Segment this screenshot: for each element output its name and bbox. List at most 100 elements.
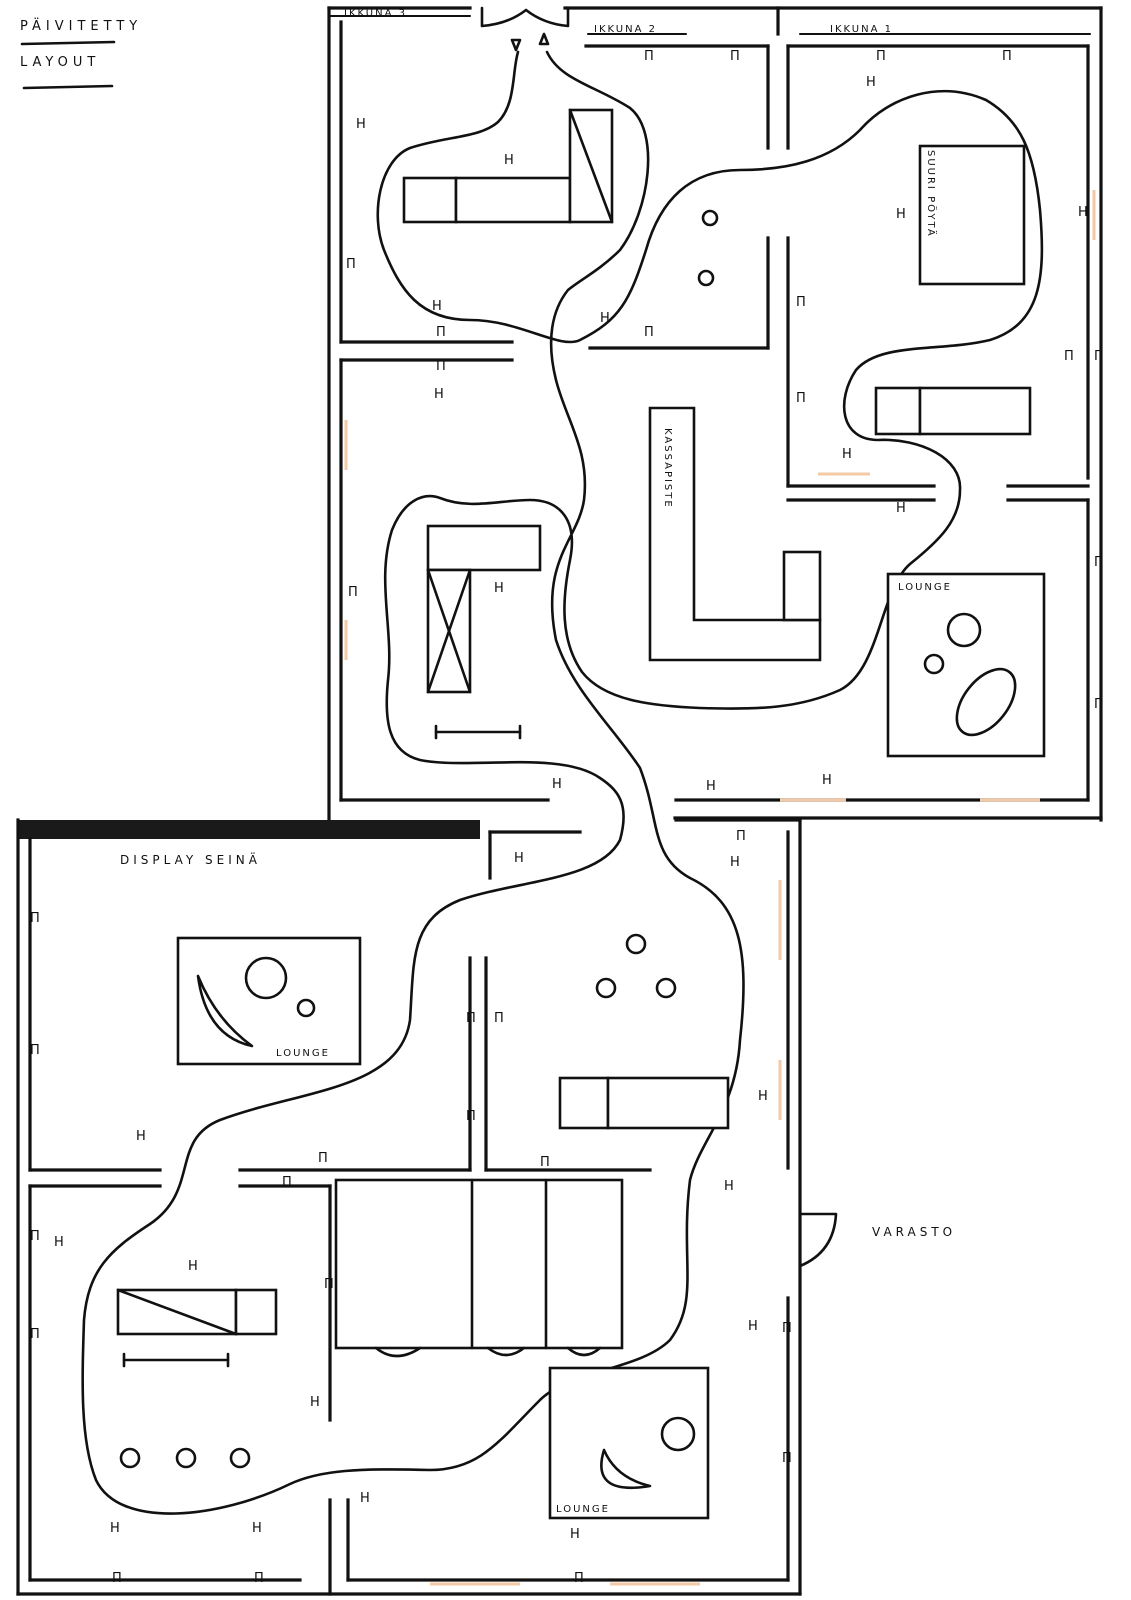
hanger-icon: H <box>600 311 610 326</box>
wall-bracket-icon: Π <box>112 1571 122 1586</box>
wall-bracket-icon: Π <box>1094 697 1104 712</box>
wall-bracket-icon: Π <box>282 1175 292 1190</box>
armchair-icon <box>660 1416 696 1452</box>
display-table <box>454 176 572 224</box>
lounge-left-label: LOUNGE <box>276 1048 330 1059</box>
wall-bracket-icon: Π <box>796 295 806 310</box>
hanger-icon: H <box>552 777 562 792</box>
wall-bracket-icon: Π <box>1094 349 1104 364</box>
hanger-icon: H <box>514 851 524 866</box>
wall-bracket-icon: Π <box>436 359 446 374</box>
hanger-icon: H <box>188 1259 198 1274</box>
stool-icon <box>175 1447 197 1469</box>
wall-bracket-icon: Π <box>30 1043 40 1058</box>
wall-bracket-icon: Π <box>782 1451 792 1466</box>
wall-bracket-icon: Π <box>736 829 746 844</box>
lounge-bottom-label: LOUNGE <box>556 1504 610 1515</box>
hanger-icon: H <box>434 387 444 402</box>
hanger-icon: H <box>730 855 740 870</box>
wall-bracket-icon: Π <box>254 1571 264 1586</box>
stool-icon <box>119 1447 141 1469</box>
wall-bracket-icon: Π <box>782 1321 792 1336</box>
hanger-icon: H <box>136 1129 146 1144</box>
hanger-icon: H <box>252 1521 262 1536</box>
storage-door[interactable] <box>798 1212 838 1268</box>
kassapiste-label: KASSAPISTE <box>662 428 673 509</box>
sofa-icon <box>955 667 1017 737</box>
hanger-icon: H <box>360 1491 370 1506</box>
display-table <box>918 386 1032 436</box>
hanger-icon: H <box>310 1395 320 1410</box>
restroom-block <box>334 1178 624 1350</box>
wall-bracket-icon: Π <box>644 325 654 340</box>
lower-furniture: DISPLAY SEINÄ LOUNGE LOUNGE VARASTO <box>116 852 956 1520</box>
sofa-icon <box>600 1448 652 1490</box>
wall-bracket-icon: Π <box>318 1151 328 1166</box>
wall-bracket-icon: Π <box>1094 555 1104 570</box>
hanger-icon: H <box>896 207 906 222</box>
wall-bracket-icon: Π <box>540 1155 550 1170</box>
plan-title: PÄIVITETTY <box>20 18 142 34</box>
suuri-poyta-label: SUURI PÖYTÄ <box>925 150 938 238</box>
customer-flow-path <box>81 50 1044 1515</box>
side-table-icon <box>296 998 316 1018</box>
hanger-icon: H <box>896 501 906 516</box>
armchair-icon <box>946 612 982 648</box>
subtitle-underline <box>22 84 114 90</box>
header: PÄIVITETTY LAYOUT <box>20 18 142 90</box>
wall-bracket-icon: Π <box>30 911 40 926</box>
stool-icon <box>229 1447 251 1469</box>
display-table <box>874 386 922 436</box>
wall-bracket-icon: Π <box>30 1327 40 1342</box>
display-table <box>426 524 542 572</box>
hanger-icon: H <box>706 779 716 794</box>
wall-bracket-icon: Π <box>466 1109 476 1124</box>
wall-bracket-icon: Π <box>1002 49 1012 64</box>
window-2-label: IKKUNA 2 <box>594 24 657 35</box>
hanger-icon: H <box>866 75 876 90</box>
hanger-icon: H <box>356 117 366 132</box>
entrance-door[interactable] <box>480 6 570 52</box>
checkout-counter-end <box>782 550 822 622</box>
wall-bracket-icon: Π <box>730 49 740 64</box>
varasto-label: VARASTO <box>872 1225 956 1239</box>
wall-bracket-icon: Π <box>494 1011 504 1026</box>
wall-bracket-icon: Π <box>876 49 886 64</box>
stool-icon <box>701 209 719 227</box>
wall-bracket-icon: Π <box>796 391 806 406</box>
stool-icon <box>655 977 677 999</box>
display-table <box>234 1288 278 1336</box>
side-table-icon <box>923 653 945 675</box>
checkout-counter <box>648 406 822 662</box>
hanger-icon: H <box>758 1089 768 1104</box>
wall-bracket-icon: Π <box>436 325 446 340</box>
hanger-icon: H <box>842 447 852 462</box>
hanger-icon: H <box>432 299 442 314</box>
display-wall <box>18 820 480 839</box>
plan-subtitle: LAYOUT <box>20 55 100 70</box>
hanger-icon: H <box>54 1235 64 1250</box>
wall-bracket-icon: Π <box>1064 349 1074 364</box>
upper-furniture: SUURI PÖYTÄ KASSAPISTE LOUNGE <box>402 108 1046 758</box>
stool-icon <box>595 977 617 999</box>
display-table <box>606 1076 730 1130</box>
hanger-icon: H <box>724 1179 734 1194</box>
wall-bracket-icon: Π <box>574 1571 584 1586</box>
window-3-label: IKKUNA 3 <box>344 8 407 19</box>
windows: IKKUNA 3 IKKUNA 2 IKKUNA 1 <box>328 8 1091 35</box>
lower-building-walls <box>16 818 802 1596</box>
wall-bracket-icon: Π <box>324 1277 334 1292</box>
wall-bracket-icon: Π <box>30 1229 40 1244</box>
title-underline <box>20 40 116 46</box>
wall-accents <box>344 190 1096 1586</box>
stool-icon <box>697 269 715 287</box>
sofa-icon <box>196 974 254 1048</box>
wall-bracket-icon: Π <box>644 49 654 64</box>
lounge-top-label: LOUNGE <box>898 582 952 593</box>
display-seina-label: DISPLAY SEINÄ <box>120 852 261 867</box>
large-table <box>918 144 1026 286</box>
stool-icon <box>625 933 647 955</box>
display-table <box>402 176 458 224</box>
